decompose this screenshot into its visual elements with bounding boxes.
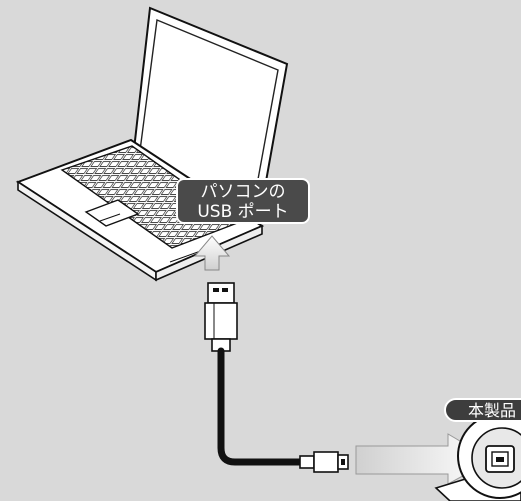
pc-usb-port-label-line2: USB ポート bbox=[178, 202, 308, 222]
usb-a-plug bbox=[205, 283, 237, 351]
device-label: 本製品 bbox=[444, 398, 521, 422]
usb-b-port-icon bbox=[486, 446, 514, 472]
usb-b-plug bbox=[300, 452, 348, 472]
pc-usb-port-label-line1: パソコンの bbox=[178, 182, 308, 202]
pc-usb-port-label: パソコンの USB ポート bbox=[176, 178, 310, 224]
usb-cable bbox=[221, 351, 300, 462]
laptop-illustration bbox=[18, 8, 287, 280]
